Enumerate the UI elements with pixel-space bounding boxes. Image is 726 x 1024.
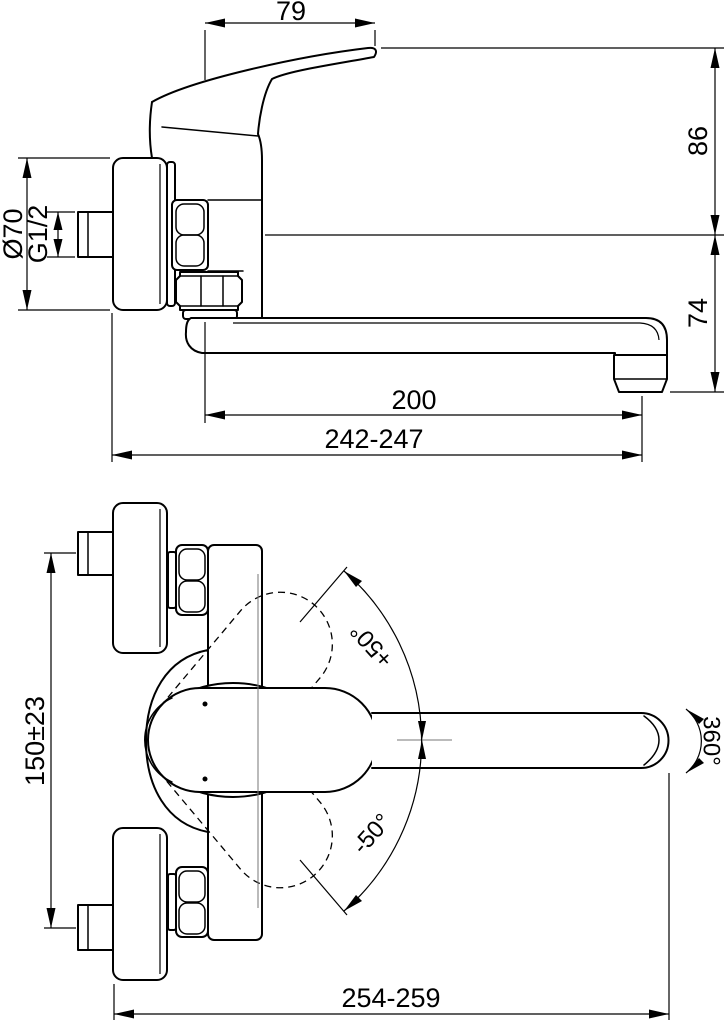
aerator-rotation-dimension: 360° (685, 708, 725, 774)
dim-86: 86 (265, 47, 724, 236)
swing-minus50-label: -50° (347, 809, 397, 860)
spout-inner-line (233, 322, 660, 341)
dim-dia70: Ø70 (0, 157, 110, 311)
handle-screw-dot-top (202, 701, 208, 707)
collar (167, 551, 177, 609)
dim-242-247: 242-247 (111, 313, 642, 462)
handle-lever-outline (151, 46, 377, 319)
arrow-right (622, 410, 642, 420)
spout-end-cap (640, 712, 670, 769)
handle-capsule-inner-arc (144, 697, 173, 783)
dim-74-label: 74 (683, 298, 713, 328)
arrow-minus50 (344, 895, 362, 911)
dim-g12: G1/2 (23, 205, 75, 264)
arrow-up (53, 212, 63, 230)
spout-plan (371, 712, 670, 769)
union-nut-facet-lower (178, 902, 206, 935)
arrow-up (22, 158, 32, 178)
spout-band-fill (372, 713, 669, 768)
wall-connection-top (77, 502, 209, 654)
arrow-down (418, 721, 426, 740)
arrow-right (355, 18, 375, 28)
arrow-plus50 (344, 571, 362, 587)
dim-254-259-label: 254-259 (341, 983, 440, 1013)
handle-cap-seam (161, 126, 259, 137)
side-view: 79 86 74 Ø70 (0, 0, 724, 462)
collar (167, 873, 177, 931)
union-nut-facet-lower (175, 234, 205, 267)
escutcheon-outline (145, 649, 209, 833)
supply-stub (77, 211, 114, 258)
dim-242-247-label: 242-247 (324, 424, 423, 454)
spout (184, 317, 668, 356)
ext-line (204, 30, 376, 80)
arrow-up (46, 553, 56, 573)
dim-79: 79 (204, 0, 376, 80)
tick-plus50 (299, 566, 348, 623)
swivel-nut-cap-lines (179, 275, 239, 307)
arrow-left (205, 410, 225, 420)
arrow-up (710, 48, 720, 68)
dim-79-label: 79 (276, 0, 306, 26)
dim-150: 150±23 (20, 552, 76, 929)
dim-dia70-label: Ø70 (0, 208, 28, 259)
union-nut-facet-lower (178, 580, 206, 613)
arrow-left (112, 450, 132, 460)
ext-lines (47, 211, 75, 258)
arrow-down (710, 215, 720, 235)
ext-lines (18, 157, 110, 311)
arrow-bottom (686, 758, 704, 773)
swivel-nut (175, 271, 243, 311)
arrow-down (53, 239, 63, 257)
handle-dome-left-edge (148, 101, 153, 159)
spout-band-edges (371, 712, 642, 769)
aerator (613, 354, 668, 393)
tick-minus50 (299, 859, 348, 916)
dim-74: 74 (670, 235, 724, 393)
wall-connection-bottom (77, 827, 209, 981)
arrow-down (710, 372, 720, 392)
supply-stub (77, 904, 114, 951)
dim-200-label: 200 (391, 385, 436, 415)
ext-lines (204, 322, 643, 462)
handle-screw-dot-bottom (202, 776, 208, 782)
wall-flange (112, 157, 168, 311)
ext-lines (44, 552, 76, 929)
wall-flange (112, 827, 168, 981)
arrow-down (46, 908, 56, 928)
spout-end-inner-arc (643, 715, 660, 766)
arrow-up (710, 235, 720, 255)
dim-200: 200 (204, 322, 643, 462)
arrow-down (22, 290, 32, 310)
dim-g12-label: G1/2 (23, 205, 53, 264)
rotation-360-label: 360° (698, 716, 725, 766)
arrow-top (686, 709, 704, 724)
plan-view: +50° -50° 360° 150±23 254-259 (20, 502, 725, 1020)
dim-86-label: 86 (683, 126, 713, 156)
dim-150-label: 150±23 (20, 696, 50, 786)
arrow-left (114, 1009, 134, 1019)
dim-254-259: 254-259 (113, 773, 670, 1020)
union-nut-facet-upper (178, 548, 206, 581)
union-nut-facet-upper (178, 870, 206, 903)
wall-flange (112, 502, 168, 654)
arrow-right (649, 1009, 669, 1019)
arrow-left (205, 18, 225, 28)
swing-plus50-label: +50° (345, 617, 399, 672)
supply-stub (77, 531, 114, 576)
handle-capsule (147, 687, 378, 793)
swivel-nut-facets (200, 275, 224, 307)
swing-arc (343, 570, 423, 912)
arrow-right (622, 450, 642, 460)
